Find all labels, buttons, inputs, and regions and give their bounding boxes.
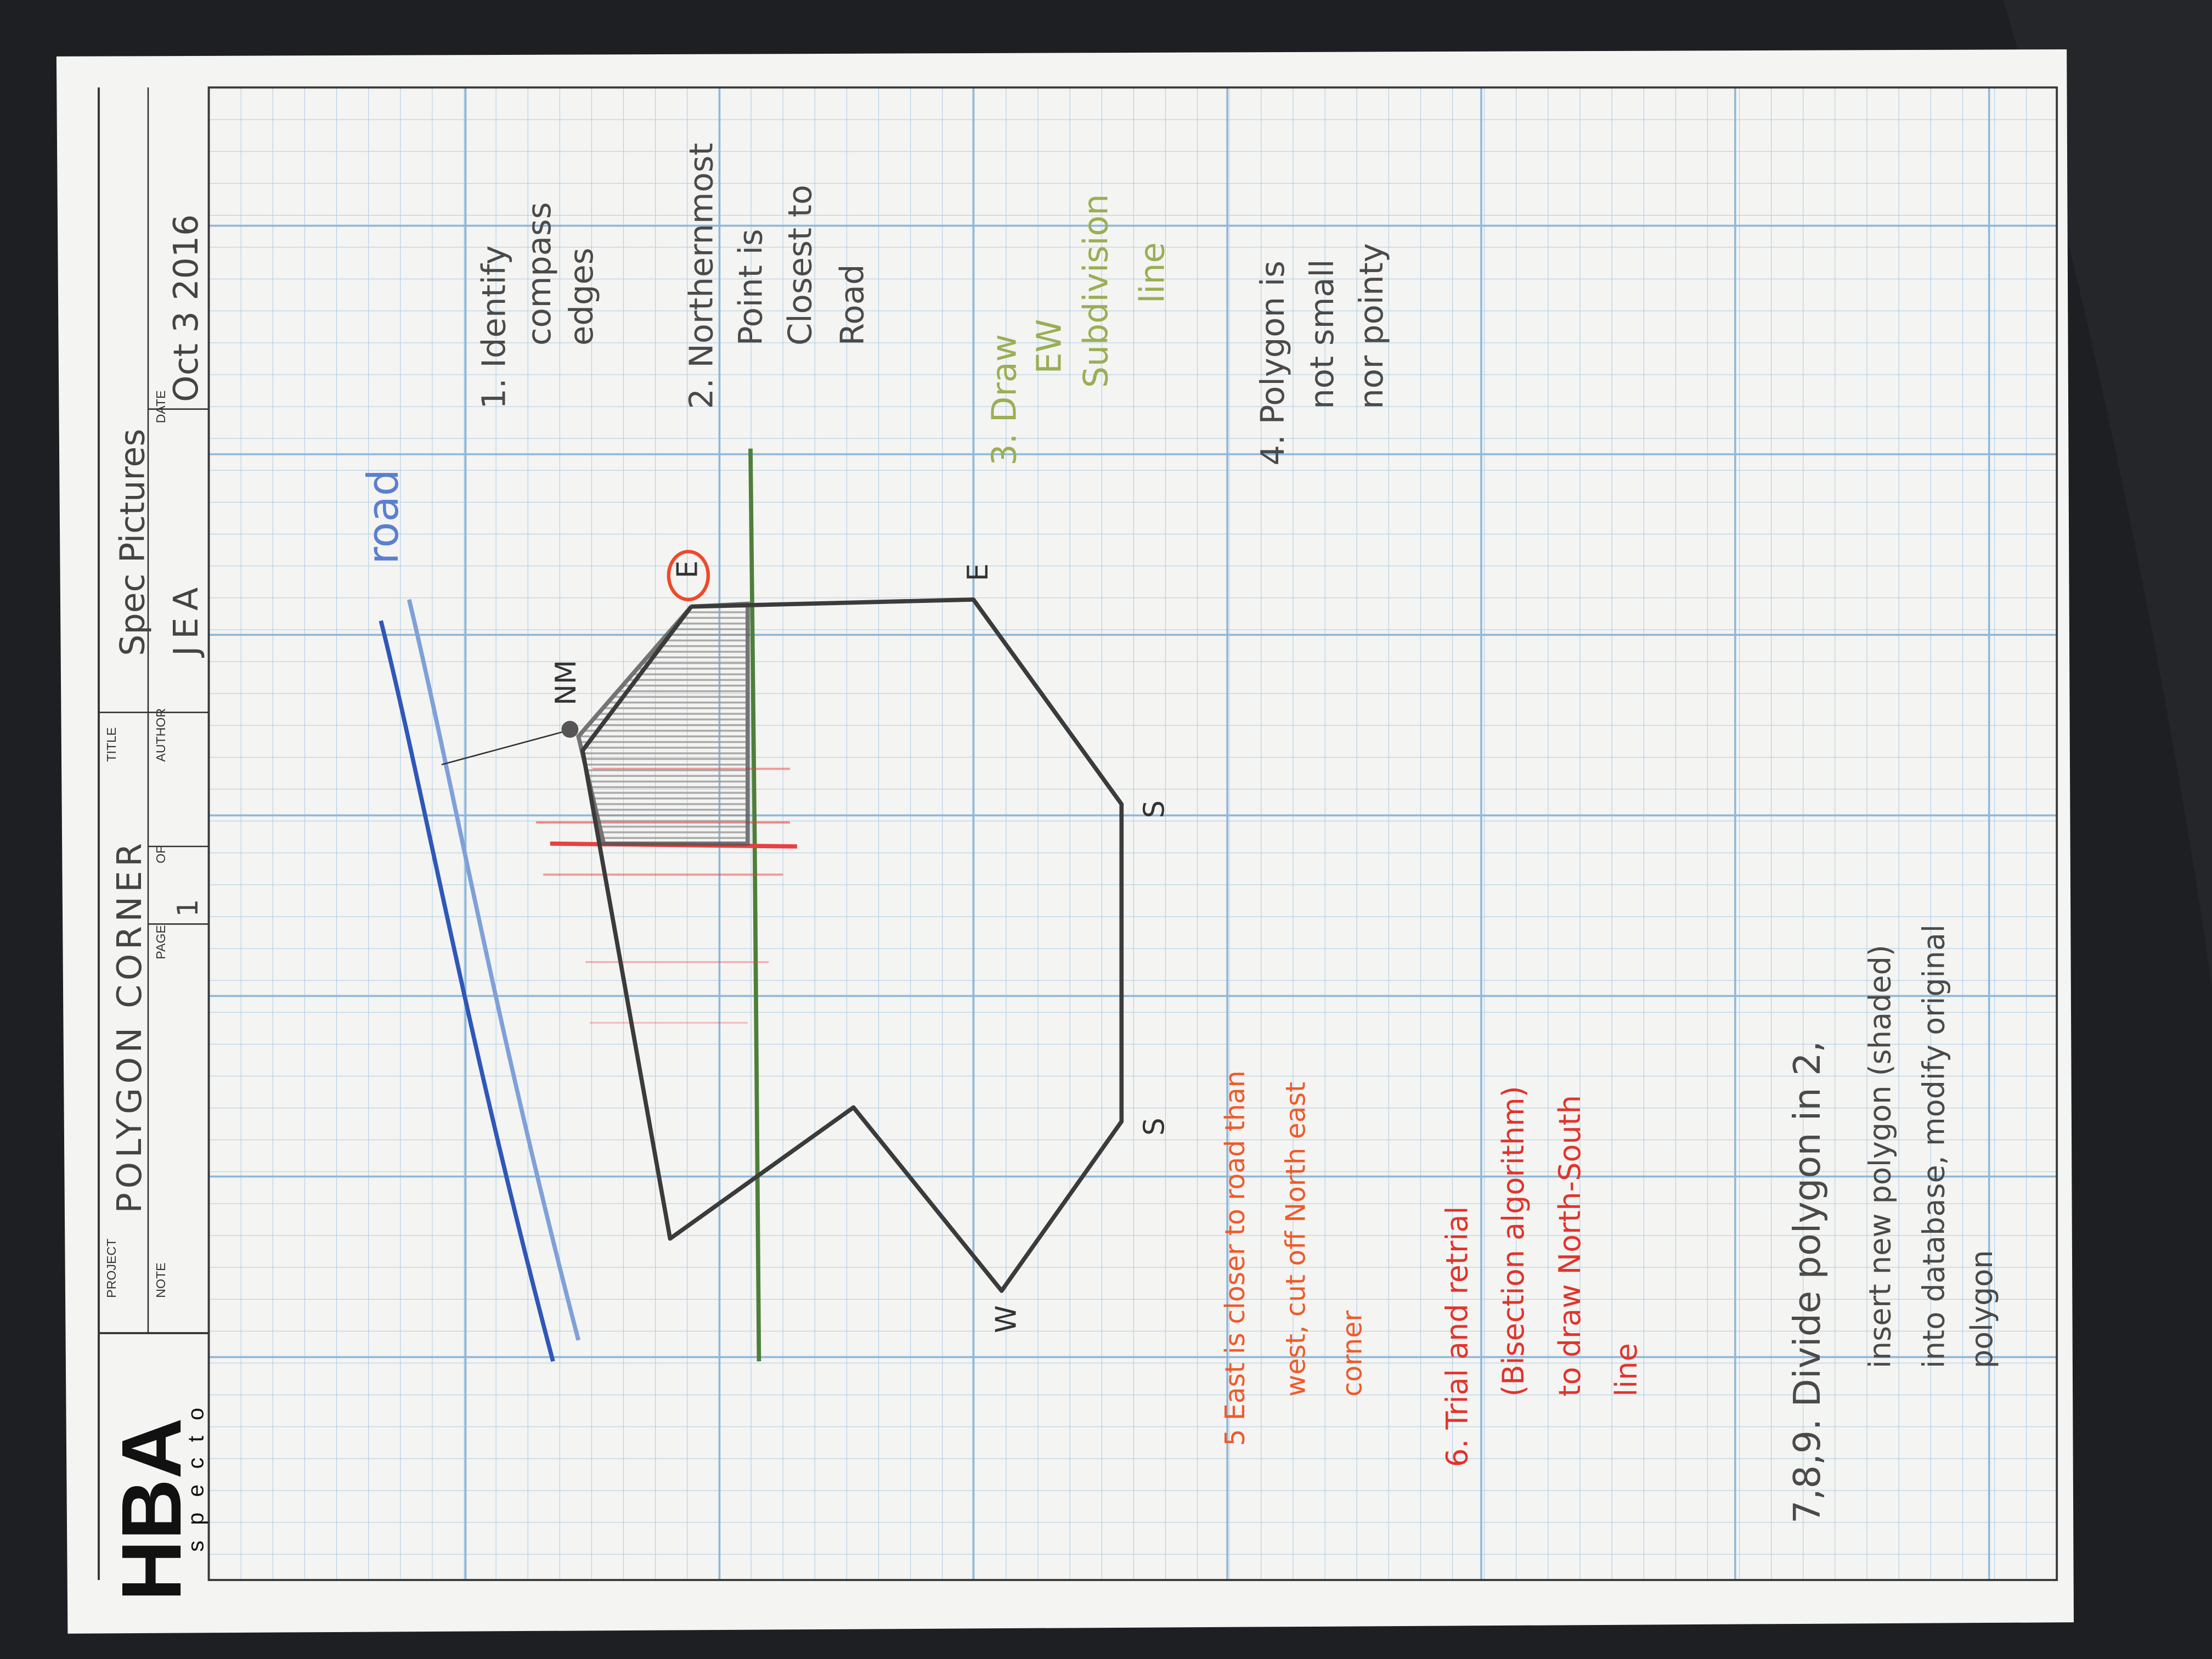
road-line-dark [379,620,555,1362]
svg-text:edges: edges [562,247,600,346]
note-4: 4. Polygon is not small nor pointy [1254,243,1390,465]
ne-point-circle [667,550,710,602]
note-1: 1. Identify compass edges [475,202,600,409]
title-value: Spec Pictures [112,429,152,656]
note-7-8-9: 7,8,9. Divide polygon in 2, insert new p… [1786,924,1999,1523]
leader-line [441,730,568,765]
svg-text:6. Trial and retrial: 6. Trial and retrial [1440,1206,1474,1468]
svg-text:polygon: polygon [1965,1250,1999,1368]
label-date: DATE [154,390,168,423]
author-value: JEA [166,580,206,658]
svg-text:compass: compass [520,202,558,346]
svg-text:5 East is closer to road than: 5 East is closer to road than [1220,1070,1251,1446]
svg-text:nor pointy: nor pointy [1352,243,1390,409]
svg-text:Subdivision: Subdivision [1076,194,1116,388]
svg-text:west, cut off North east: west, cut off North east [1280,1082,1312,1397]
svg-text:4. Polygon is: 4. Polygon is [1254,261,1291,466]
svg-text:line: line [1609,1343,1644,1396]
svg-text:EW: EW [1030,319,1069,374]
note-6: 6. Trial and retrial (Bisection algorith… [1440,1086,1644,1467]
label-note: NOTE [154,1262,168,1297]
specto-logo: specto [183,1392,208,1552]
svg-text:Road: Road [833,264,871,346]
project-value: POLYGON CORNER [110,839,149,1213]
note-3: 3. Draw EW Subdivision line [984,194,1172,466]
road-label: road [359,469,408,564]
hba-logo: HBA [104,1418,199,1601]
date-value: Oct 3 2016 [166,215,206,402]
label-of: OF [154,846,168,864]
label-nm: NM [550,660,583,706]
svg-text:1. Identify: 1. Identify [475,245,513,409]
svg-text:3. Draw: 3. Draw [984,334,1024,466]
svg-text:line: line [1132,242,1172,303]
page-value: 1 [172,899,205,917]
label-s1: S [1138,800,1171,819]
svg-text:Point is: Point is [732,229,770,346]
svg-text:into database, modify original: into database, modify original [1916,924,1951,1368]
label-s2: S [1138,1118,1171,1136]
note-2: 2. Northernmost Point is Closest to Road [682,143,871,409]
graph-grid [208,87,2057,1581]
svg-text:(Bisection algorithm): (Bisection algorithm) [1496,1086,1531,1396]
label-title: TITLE [104,727,119,762]
label-project: PROJECT [104,1239,119,1298]
label-w: W [990,1305,1023,1333]
svg-text:Closest to: Closest to [781,185,819,346]
label-page: PAGE [154,925,168,960]
label-author: AUTHOR [154,708,168,762]
nm-point [561,721,579,738]
label-ne: E [671,561,704,578]
svg-text:insert new polygon (shaded): insert new polygon (shaded) [1863,945,1898,1368]
label-e: E [962,563,995,581]
svg-text:to draw North-South: to draw North-South [1553,1095,1587,1397]
svg-text:not small: not small [1303,259,1341,409]
title-block [98,87,209,1580]
road-line-light [407,599,581,1341]
svg-text:corner: corner [1336,1310,1368,1397]
note-5: 5 East is closer to road than west, cut … [1220,1070,1368,1446]
main-polygon [580,597,1124,1293]
svg-text:7,8,9. Divide polygon in 2,: 7,8,9. Divide polygon in 2, [1786,1041,1829,1523]
svg-text:2. Northernmost: 2. Northernmost [682,143,720,409]
